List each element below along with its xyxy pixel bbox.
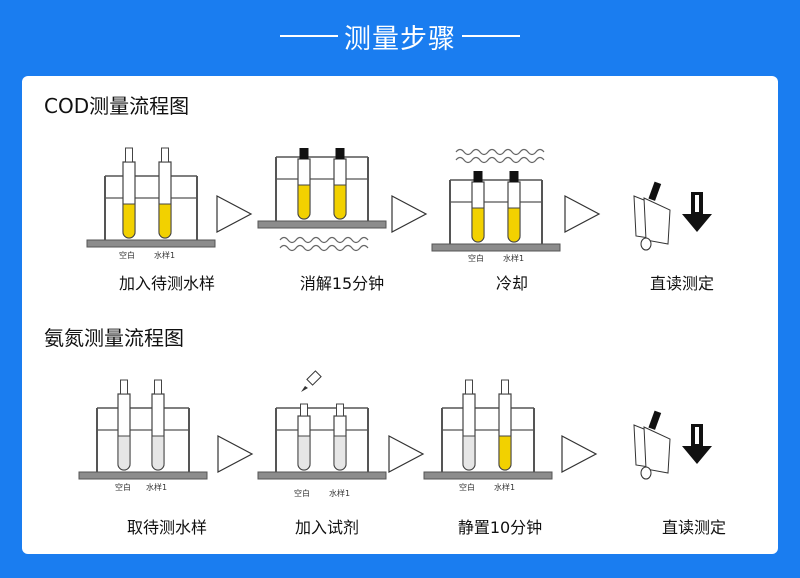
ammonia-step-3-sample-label: 水样1 bbox=[494, 482, 515, 492]
cod-step-3-rack: 空白 水样1 bbox=[431, 148, 561, 263]
process-diagram: 空白 水样1 空白 水样1 bbox=[78, 147, 712, 498]
cod-arrow-2 bbox=[391, 195, 427, 233]
ammonia-step-1-blank-label: 空白 bbox=[115, 482, 131, 492]
cod-step-1-rack: 空白 水样1 bbox=[86, 147, 216, 260]
cod-arrow-3 bbox=[564, 195, 600, 233]
cod-step-3-sample-label: 水样1 bbox=[503, 253, 524, 263]
cod-step-2-rack bbox=[257, 147, 387, 252]
page-title: 测量步骤 bbox=[344, 23, 456, 55]
ammonia-step-1-label: 取待测水样 bbox=[126, 518, 207, 537]
ammonia-arrow-2 bbox=[388, 435, 424, 473]
header-line-right bbox=[462, 35, 520, 37]
header-line-left bbox=[280, 35, 338, 37]
cod-step-2-label: 消解15分钟 bbox=[299, 274, 385, 293]
cod-step-1-label: 加入待测水样 bbox=[118, 274, 215, 293]
cod-step-3-label: 冷却 bbox=[495, 274, 528, 293]
cod-meter bbox=[633, 181, 671, 251]
ammonia-step-3-rack: 空白 水样1 bbox=[423, 379, 553, 492]
ammonia-step-2-blank-label: 空白 bbox=[294, 488, 310, 498]
ammonia-step-2-label: 加入试剂 bbox=[294, 518, 359, 537]
ammonia-arrow-1 bbox=[217, 435, 253, 473]
ammonia-step-3-label: 静置10分钟 bbox=[457, 518, 543, 537]
ammonia-step-2-rack: 空白 水样1 bbox=[257, 370, 387, 498]
ammonia-section-title: 氨氮测量流程图 bbox=[44, 326, 184, 350]
cod-step-3-blank-label: 空白 bbox=[468, 253, 484, 263]
ammonia-step-1-rack: 空白 水样1 bbox=[78, 379, 208, 492]
page-header: 测量步骤 bbox=[0, 0, 800, 72]
cod-section-title: COD测量流程图 bbox=[44, 94, 190, 118]
cod-step-4-label: 直读测定 bbox=[649, 274, 714, 293]
ammonia-arrow-3 bbox=[561, 435, 597, 473]
cod-arrow-1 bbox=[216, 195, 252, 233]
ammonia-step-2-sample-label: 水样1 bbox=[329, 488, 350, 498]
ammonia-step-3-blank-label: 空白 bbox=[459, 482, 475, 492]
ammonia-step-4-label: 直读测定 bbox=[661, 518, 726, 537]
dropper-icon bbox=[301, 370, 322, 392]
cod-step-1-sample-label: 水样1 bbox=[154, 250, 175, 260]
ammonia-down-arrow-icon bbox=[682, 424, 712, 464]
content-card: COD测量流程图 加入待测水样 消解15分钟 冷却 直读测定 氨氮测量流程图 取… bbox=[22, 76, 778, 554]
cod-step-1-blank-label: 空白 bbox=[119, 250, 135, 260]
ammonia-step-1-sample-label: 水样1 bbox=[146, 482, 167, 492]
ammonia-meter bbox=[633, 410, 671, 480]
cod-down-arrow-icon bbox=[682, 192, 712, 232]
